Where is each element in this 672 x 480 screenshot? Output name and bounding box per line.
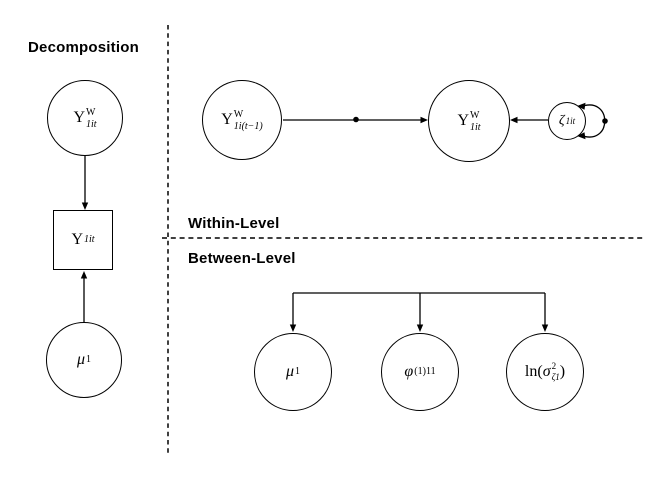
arrowhead-left-icon <box>510 116 518 124</box>
edge-mu-to-y <box>80 271 88 322</box>
decomposition-heading: Decomposition <box>28 39 139 56</box>
arrowhead-right-icon <box>420 116 428 124</box>
edge-ywithin-to-y <box>81 156 89 210</box>
between-level-connector <box>289 292 549 332</box>
node-phi-between: φ(1)11 <box>381 333 459 411</box>
edge-zeta-to-ywithin <box>510 116 548 124</box>
arrowhead-down-icon <box>541 324 549 332</box>
within-level-heading: Within-Level <box>188 215 280 232</box>
arrowhead-up-icon <box>80 271 88 279</box>
arrowhead-down-icon <box>416 324 424 332</box>
random-variance-dot <box>602 118 608 124</box>
node-label: φ(1)11 <box>404 363 436 380</box>
between-level-heading: Between-Level <box>188 250 296 267</box>
random-slope-dot <box>353 116 359 123</box>
edge-ylag-to-ywithin <box>283 116 428 124</box>
arrowhead-down-icon <box>81 202 89 210</box>
arrowhead-down-icon <box>289 324 297 332</box>
